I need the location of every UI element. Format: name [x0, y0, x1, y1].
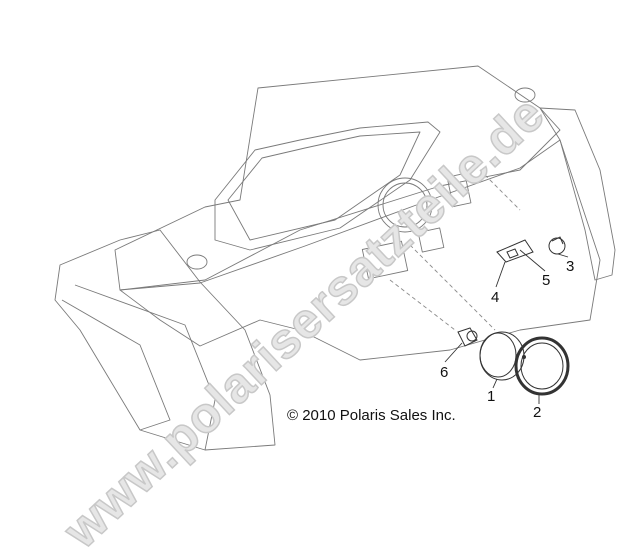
- left-wing: [54, 229, 276, 451]
- parts-diagram: [54, 65, 616, 451]
- right-wing: [539, 107, 616, 281]
- right-vent: [514, 87, 536, 103]
- dash-front-face: [119, 139, 601, 361]
- part-2-ring: [514, 336, 570, 396]
- callout-1: 1: [487, 388, 496, 405]
- dash-tray: [214, 121, 441, 251]
- left-vent: [186, 254, 208, 270]
- callout-3: 3: [566, 258, 575, 275]
- callout-2: 2: [533, 404, 542, 421]
- part-3-outlet: [548, 237, 566, 255]
- callout-4: 4: [491, 289, 500, 306]
- part-4-5-switch: [496, 239, 534, 263]
- callout-5: 5: [542, 272, 551, 289]
- gauge-opening: [377, 177, 433, 233]
- copyright-notice: © 2010 Polaris Sales Inc.: [287, 407, 456, 424]
- dash-top-panel: [114, 65, 561, 291]
- callout-6: 6: [440, 364, 449, 381]
